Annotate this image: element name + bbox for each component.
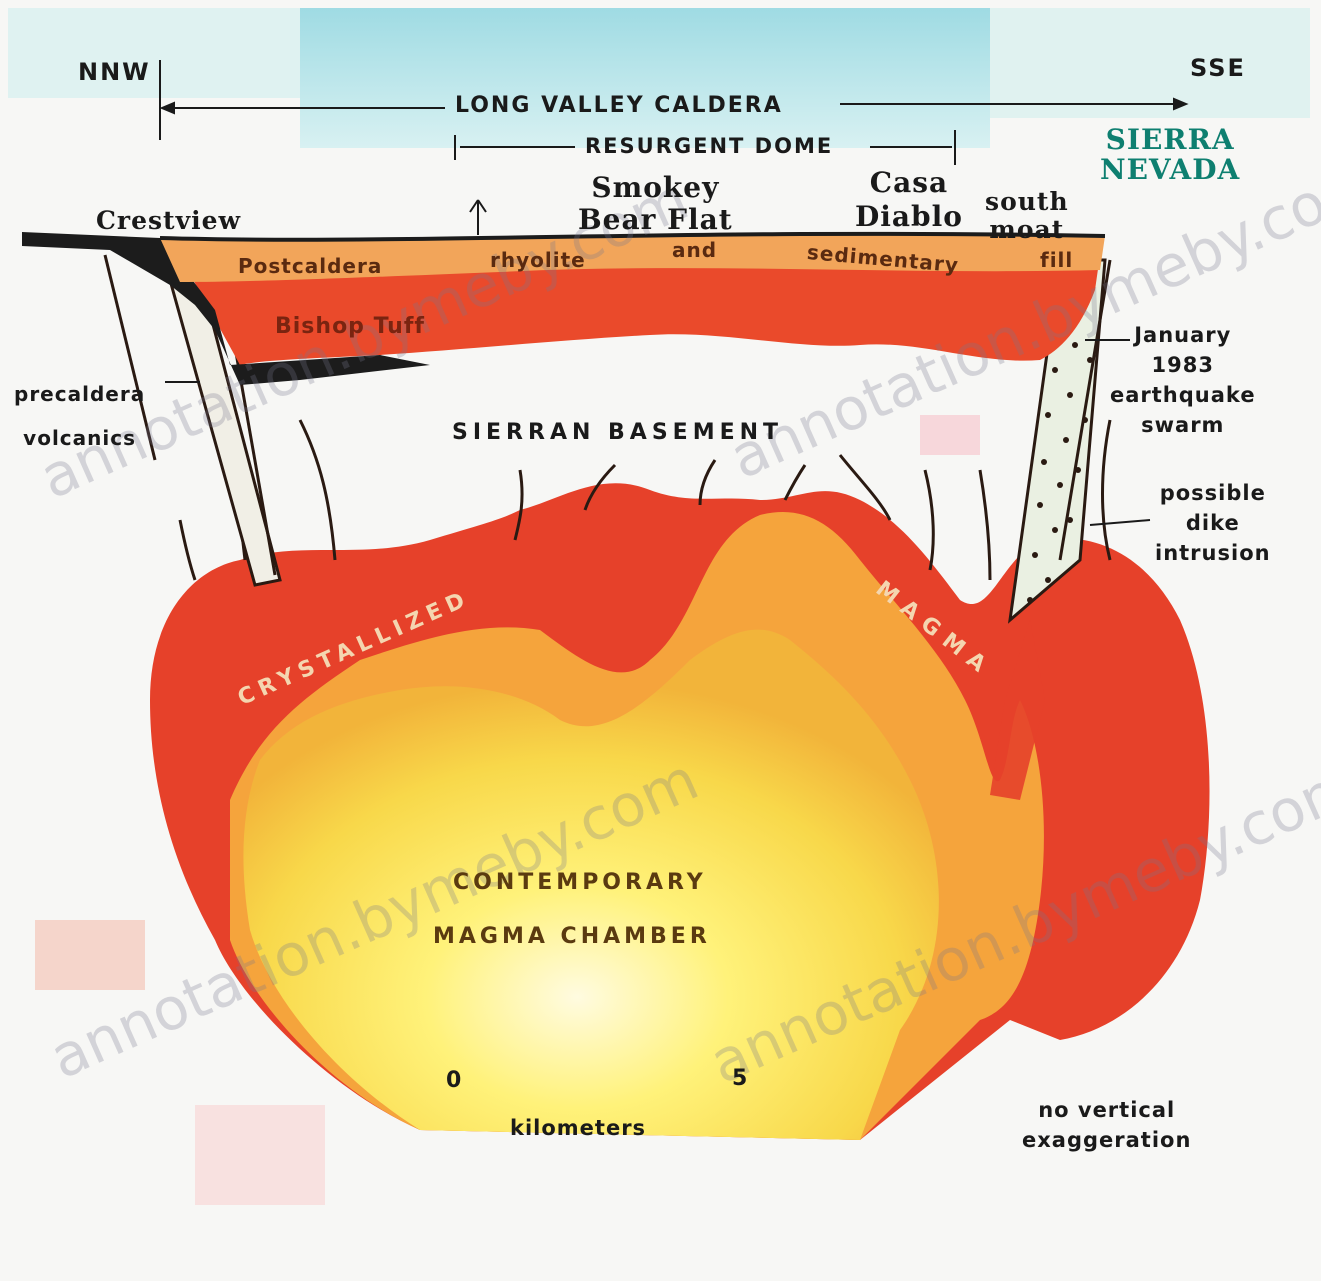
quake-line1: January [1110, 320, 1256, 350]
bishop-tuff-label: Bishop Tuff [275, 316, 425, 338]
blotch [35, 920, 145, 990]
sky-band [300, 8, 990, 148]
fill-label-fill: fill [1040, 250, 1073, 270]
sky-band-right [990, 8, 1310, 118]
smokey-bear-flat-label: Smokey Bear Flat [578, 172, 733, 236]
smokey-line: Smokey [578, 172, 733, 204]
precaldera-line: precaldera [14, 372, 145, 416]
note-line1: no vertical [1022, 1095, 1191, 1125]
south-moat-label: south moat [985, 188, 1069, 244]
chamber-label-line2: MAGMA CHAMBER [433, 926, 711, 948]
earthquake-swarm-label: January 1983 earthquake swarm [1110, 320, 1256, 440]
volcanics-line: volcanics [14, 416, 145, 460]
casa-line: Casa [855, 166, 963, 200]
crestview-label: Crestview [96, 208, 241, 233]
dike-line3: intrusion [1155, 538, 1271, 568]
chamber-label-line1: CONTEMPORARY [453, 872, 707, 894]
south-line: south [985, 188, 1069, 216]
dike-line1: possible [1155, 478, 1271, 508]
blotch [920, 415, 980, 455]
bear-flat-line: Bear Flat [578, 204, 733, 236]
scale-five: 5 [732, 1068, 749, 1090]
quake-line2: 1983 [1110, 350, 1256, 380]
quake-line3: earthquake [1110, 380, 1256, 410]
dike-line2: dike [1155, 508, 1271, 538]
direction-sse: SSE [1190, 56, 1246, 80]
vertical-exaggeration-note: no vertical exaggeration [1022, 1095, 1191, 1155]
fill-label-and: and [672, 240, 717, 260]
quake-line4: swarm [1110, 410, 1256, 440]
precaldera-volcanics-label: precaldera volcanics [14, 372, 145, 460]
direction-nnw: NNW [78, 60, 151, 84]
sky-band-left [8, 8, 300, 98]
sierran-basement-label: SIERRAN BASEMENT [452, 422, 783, 444]
span-dome-label: RESURGENT DOME [585, 136, 833, 157]
dike-intrusion-label: possible dike intrusion [1155, 478, 1271, 568]
fill-label-postcaldera: Postcaldera [238, 256, 382, 276]
casa-diablo-label: Casa Diablo [855, 166, 963, 234]
diablo-line: Diablo [855, 200, 963, 234]
moat-line: moat [985, 216, 1069, 244]
fill-label-rhyolite: rhyolite [490, 250, 586, 270]
nevada-line: NEVADA [1100, 155, 1240, 185]
scale-unit: kilometers [510, 1118, 646, 1139]
note-line2: exaggeration [1022, 1125, 1191, 1155]
sierra-nevada-label: SIERRA NEVADA [1100, 125, 1240, 185]
scale-zero: 0 [446, 1070, 463, 1092]
sierra-line: SIERRA [1100, 125, 1240, 155]
span-caldera-label: LONG VALLEY CALDERA [455, 95, 783, 117]
blotch [195, 1105, 325, 1205]
